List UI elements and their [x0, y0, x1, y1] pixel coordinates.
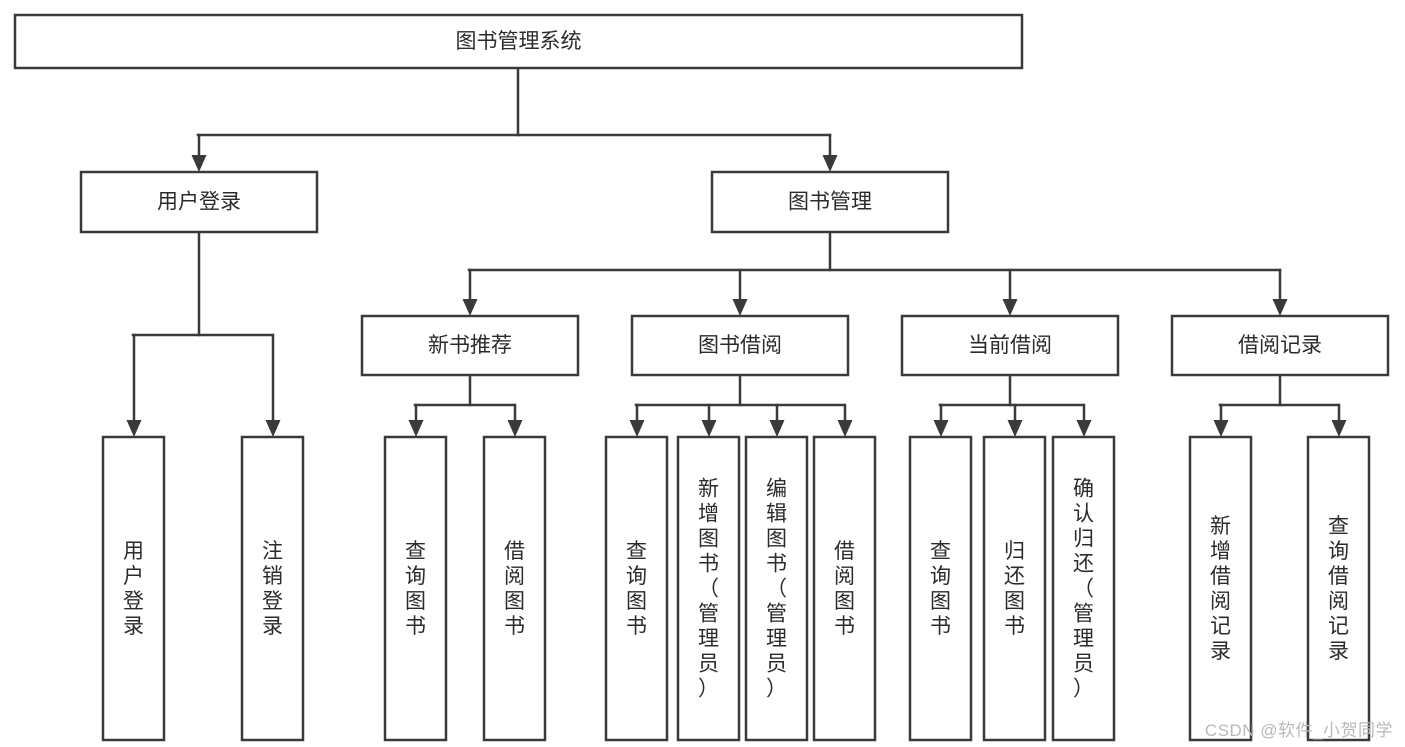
node-box-leaf-user-login[interactable] [101, 435, 166, 742]
node-box-leaf-query-book-1[interactable] [383, 435, 448, 742]
node-box-leaf-add-borrow-record[interactable] [1188, 435, 1253, 742]
node-label-borrow-record: 借阅记录 [1238, 334, 1322, 357]
edge-book-management-to-new-book-recommend-arrowhead [462, 299, 478, 316]
node-label-leaf-logout-login: 注销登录 [262, 540, 283, 638]
node-leaf-logout-login[interactable]: 注销登录 [240, 435, 305, 742]
nodes-layer: 图书管理系统用户登录图书管理新书推荐图书借阅当前借阅借阅记录用户登录注销登录查询… [13, 13, 1390, 742]
node-label-leaf-confirm-return-admin: 确认归还（管理员） [1073, 478, 1094, 701]
node-label-leaf-borrow-book-2: 借阅图书 [834, 540, 855, 638]
node-label-leaf-return-book: 归还图书 [1004, 540, 1025, 638]
edge-borrow-record-to-leaf-add-borrow-record-arrowhead [1213, 420, 1229, 437]
node-label-leaf-query-borrow-record: 查询借阅记录 [1328, 515, 1349, 663]
node-box-leaf-logout-login[interactable] [240, 435, 305, 742]
edge-borrow-record-to-leaf-query-borrow-record-arrowhead [1331, 420, 1347, 437]
node-box-current-borrow[interactable] [900, 314, 1120, 377]
node-box-leaf-query-book-3[interactable] [908, 435, 973, 742]
node-leaf-borrow-book-2[interactable]: 借阅图书 [812, 435, 877, 742]
node-label-current-borrow: 当前借阅 [968, 334, 1052, 357]
node-current-borrow[interactable]: 当前借阅 [900, 314, 1120, 377]
node-box-book-borrow[interactable] [630, 314, 850, 377]
edge-book-borrow-to-leaf-add-book-admin-arrowhead [701, 420, 717, 437]
node-box-leaf-borrow-book-2[interactable] [812, 435, 877, 742]
connectors-layer [126, 66, 1347, 437]
node-label-leaf-user-login: 用户登录 [123, 540, 144, 638]
node-leaf-confirm-return-admin[interactable]: 确认归还（管理员） [1051, 435, 1116, 742]
edge-book-management-to-book-borrow-arrowhead [732, 299, 748, 316]
node-label-root: 图书管理系统 [456, 30, 582, 53]
node-leaf-return-book[interactable]: 归还图书 [982, 435, 1047, 742]
edge-new-book-recommend-to-leaf-borrow-book-1-arrowhead [507, 420, 523, 437]
node-box-leaf-confirm-return-admin[interactable] [1051, 435, 1116, 742]
node-borrow-record[interactable]: 借阅记录 [1170, 314, 1390, 377]
node-label-new-book-recommend: 新书推荐 [428, 334, 512, 357]
node-leaf-edit-book-admin[interactable]: 编辑图书（管理员） [744, 435, 809, 742]
edge-book-management-to-current-borrow-arrowhead [1002, 299, 1018, 316]
node-box-root[interactable] [13, 13, 1024, 70]
node-label-leaf-query-book-3: 查询图书 [930, 540, 951, 638]
edge-current-borrow-to-leaf-confirm-return-admin-arrowhead [1076, 420, 1092, 437]
edge-user-login-to-leaf-logout-login-arrowhead [265, 420, 281, 437]
edge-current-borrow-to-leaf-query-book-3-arrowhead [933, 420, 949, 437]
node-box-leaf-return-book[interactable] [982, 435, 1047, 742]
node-leaf-query-book-3[interactable]: 查询图书 [908, 435, 973, 742]
node-box-book-management[interactable] [710, 170, 950, 234]
node-label-book-borrow: 图书借阅 [698, 334, 782, 357]
node-leaf-query-borrow-record[interactable]: 查询借阅记录 [1306, 435, 1371, 742]
node-label-leaf-query-book-2: 查询图书 [626, 540, 647, 638]
csdn-watermark: CSDN @软件_小贺同学 [1204, 721, 1393, 740]
edge-root-to-book-management-arrowhead [822, 155, 838, 172]
node-label-user-login: 用户登录 [157, 191, 241, 214]
edge-new-book-recommend-to-leaf-query-book-1-arrowhead [408, 420, 424, 437]
node-box-user-login[interactable] [79, 170, 319, 234]
node-label-book-management: 图书管理 [788, 191, 872, 214]
node-label-leaf-query-book-1: 查询图书 [405, 540, 426, 638]
node-box-new-book-recommend[interactable] [360, 314, 580, 377]
node-box-leaf-query-book-2[interactable] [604, 435, 669, 742]
node-label-leaf-add-book-admin: 新增图书（管理员） [698, 478, 719, 701]
node-root[interactable]: 图书管理系统 [13, 13, 1024, 70]
edge-book-borrow-to-leaf-query-book-2-arrowhead [629, 420, 645, 437]
node-box-leaf-edit-book-admin[interactable] [744, 435, 809, 742]
node-label-leaf-borrow-book-1: 借阅图书 [504, 540, 525, 638]
edge-book-borrow-to-leaf-borrow-book-2-arrowhead [837, 420, 853, 437]
node-new-book-recommend[interactable]: 新书推荐 [360, 314, 580, 377]
edge-book-borrow-to-leaf-edit-book-admin-arrowhead [769, 420, 785, 437]
node-leaf-user-login[interactable]: 用户登录 [101, 435, 166, 742]
node-leaf-query-book-1[interactable]: 查询图书 [383, 435, 448, 742]
node-label-leaf-edit-book-admin: 编辑图书（管理员） [766, 478, 787, 701]
node-leaf-borrow-book-1[interactable]: 借阅图书 [482, 435, 547, 742]
node-label-leaf-add-borrow-record: 新增借阅记录 [1210, 515, 1231, 663]
node-box-leaf-query-borrow-record[interactable] [1306, 435, 1371, 742]
edge-current-borrow-to-leaf-return-book-arrowhead [1007, 420, 1023, 437]
node-user-login[interactable]: 用户登录 [79, 170, 319, 234]
node-book-management[interactable]: 图书管理 [710, 170, 950, 234]
node-leaf-add-book-admin[interactable]: 新增图书（管理员） [676, 435, 741, 742]
node-leaf-add-borrow-record[interactable]: 新增借阅记录 [1188, 435, 1253, 742]
node-box-leaf-borrow-book-1[interactable] [482, 435, 547, 742]
node-box-leaf-add-book-admin[interactable] [676, 435, 741, 742]
edge-root-to-user-login-arrowhead [191, 155, 207, 172]
node-leaf-query-book-2[interactable]: 查询图书 [604, 435, 669, 742]
edge-book-management-to-borrow-record-arrowhead [1272, 299, 1288, 316]
edge-user-login-to-leaf-user-login-arrowhead [126, 420, 142, 437]
node-book-borrow[interactable]: 图书借阅 [630, 314, 850, 377]
node-box-borrow-record[interactable] [1170, 314, 1390, 377]
